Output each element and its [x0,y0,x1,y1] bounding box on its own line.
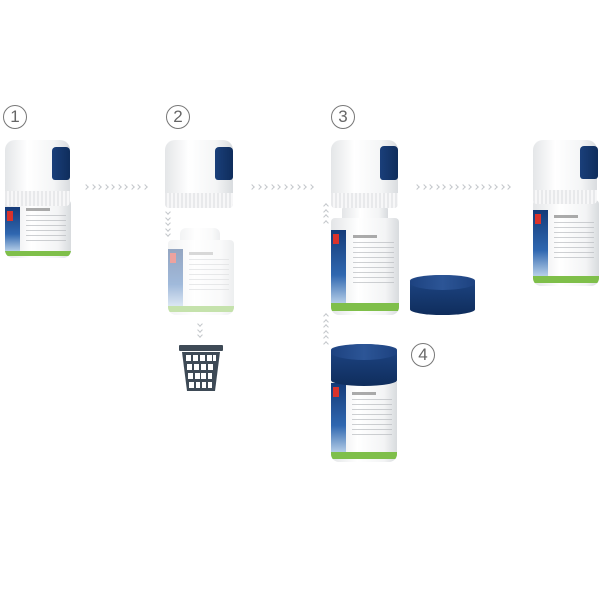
chevron-arrows-right-icon [466,184,472,190]
step-4-number: 4 [411,343,435,367]
chevron-arrows-right-icon [294,184,301,190]
chevron-arrows-right-icon [420,184,427,190]
chevron-arrows-right-icon [453,184,459,190]
waste-basket-icon [179,345,223,391]
chevron-arrows-right-icon [262,184,268,190]
chevron-arrows-up-icon [323,313,329,319]
chevron-arrows-right-icon [115,184,122,190]
chevron-arrows-right-icon [505,184,511,190]
chevron-arrows-right-icon [472,184,479,190]
chevron-arrows-down-icon [165,209,171,215]
chevron-arrows-right-icon [102,184,109,190]
chevron-arrows-right-icon [485,184,492,190]
chevron-arrows-right-icon [128,184,135,190]
chevron-arrows-right-icon [459,184,466,190]
chevron-arrows-right-icon [255,184,262,190]
chevron-arrows-right-icon [433,184,440,190]
chevron-arrows-down-icon [197,332,203,338]
chevron-arrows-right-icon [427,184,433,190]
chevron-arrows-right-icon [307,184,314,190]
chevron-arrows-up-icon [323,324,329,330]
step-2-number: 2 [166,105,190,129]
chevron-arrows-right-icon [89,184,96,190]
chevron-arrows-right-icon [109,184,115,190]
chevron-arrows-down-icon [197,321,203,327]
chevron-arrows-right-icon [440,184,446,190]
chevron-arrows-right-icon [301,184,307,190]
chevron-arrows-up-icon [323,335,329,341]
chevron-arrows-down-icon [165,231,171,237]
chevron-arrows-right-icon [135,184,141,190]
chevron-arrows-right-icon [268,184,275,190]
step-3-number: 3 [331,105,355,129]
chevron-arrows-right-icon [479,184,485,190]
chevron-arrows-right-icon [414,184,420,190]
chevron-arrows-right-icon [275,184,281,190]
chevron-arrows-right-icon [498,184,505,190]
chevron-arrows-right-icon [492,184,498,190]
chevron-arrows-right-icon [249,184,255,190]
chevron-arrows-right-icon [141,184,148,190]
chevron-arrows-up-icon [323,214,329,220]
container-body [5,200,71,258]
chevron-arrows-up-icon [323,203,329,209]
chevron-arrows-right-icon [122,184,128,190]
cap-blue-tab [52,147,70,180]
chevron-arrows-up-icon [323,340,329,347]
chevron-arrows-right-icon [446,184,453,190]
chevron-arrows-down-icon [165,220,171,226]
chevron-arrows-right-icon [96,184,102,190]
removed-blue-lid [410,275,475,315]
chevron-arrows-right-icon [288,184,294,190]
step-1-number: 1 [3,105,27,129]
chevron-arrows-up-icon [323,219,329,226]
chevron-arrows-right-icon [281,184,288,190]
chevron-arrows-right-icon [83,184,89,190]
